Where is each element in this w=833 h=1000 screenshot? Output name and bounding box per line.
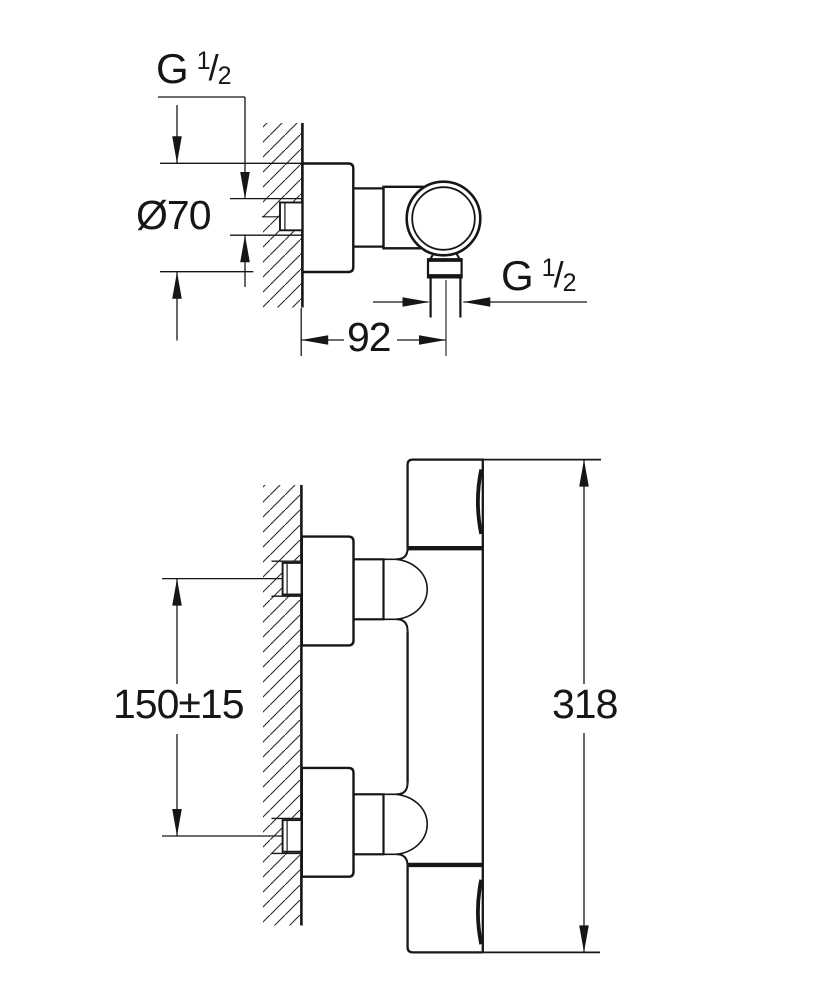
- top-view: [158, 96, 587, 356]
- dim-wall-to-outlet: 92: [345, 314, 393, 360]
- g-half-outlet-slash: /: [553, 254, 564, 295]
- inlet-nipple-top: [352, 558, 385, 621]
- escutcheon-bottom: [300, 766, 355, 878]
- escutcheon-top-view: [301, 162, 355, 274]
- union-cone-bottom: [382, 793, 429, 856]
- g-half-outlet-numerator: 1: [541, 254, 556, 282]
- g-half-top-denominator: 2: [217, 62, 232, 90]
- g-half-top-slash: /: [208, 47, 219, 88]
- thread-union-top-view: [279, 201, 305, 232]
- union-cone-top: [382, 558, 429, 621]
- dim-overall-height: 318: [550, 681, 620, 727]
- thread-union-top: [281, 561, 303, 596]
- wall-hatch-front-view: [263, 485, 302, 926]
- g-half-outlet-g: G: [501, 252, 534, 299]
- g-half-top-g: G: [156, 45, 189, 92]
- g-half-outlet-denominator: 2: [562, 269, 577, 297]
- thread-union-bottom: [281, 819, 303, 853]
- thermostat-body: [406, 458, 484, 953]
- handle-top-view: [405, 180, 482, 257]
- inlet-nipple-bottom: [352, 793, 385, 856]
- g-half-top-numerator: 1: [196, 47, 211, 75]
- dim-inlet-center-distance: 150±15: [111, 681, 246, 727]
- dim-escutcheon-diameter: Ø70: [134, 192, 213, 238]
- escutcheon-top: [300, 535, 355, 647]
- front-view: [162, 458, 601, 954]
